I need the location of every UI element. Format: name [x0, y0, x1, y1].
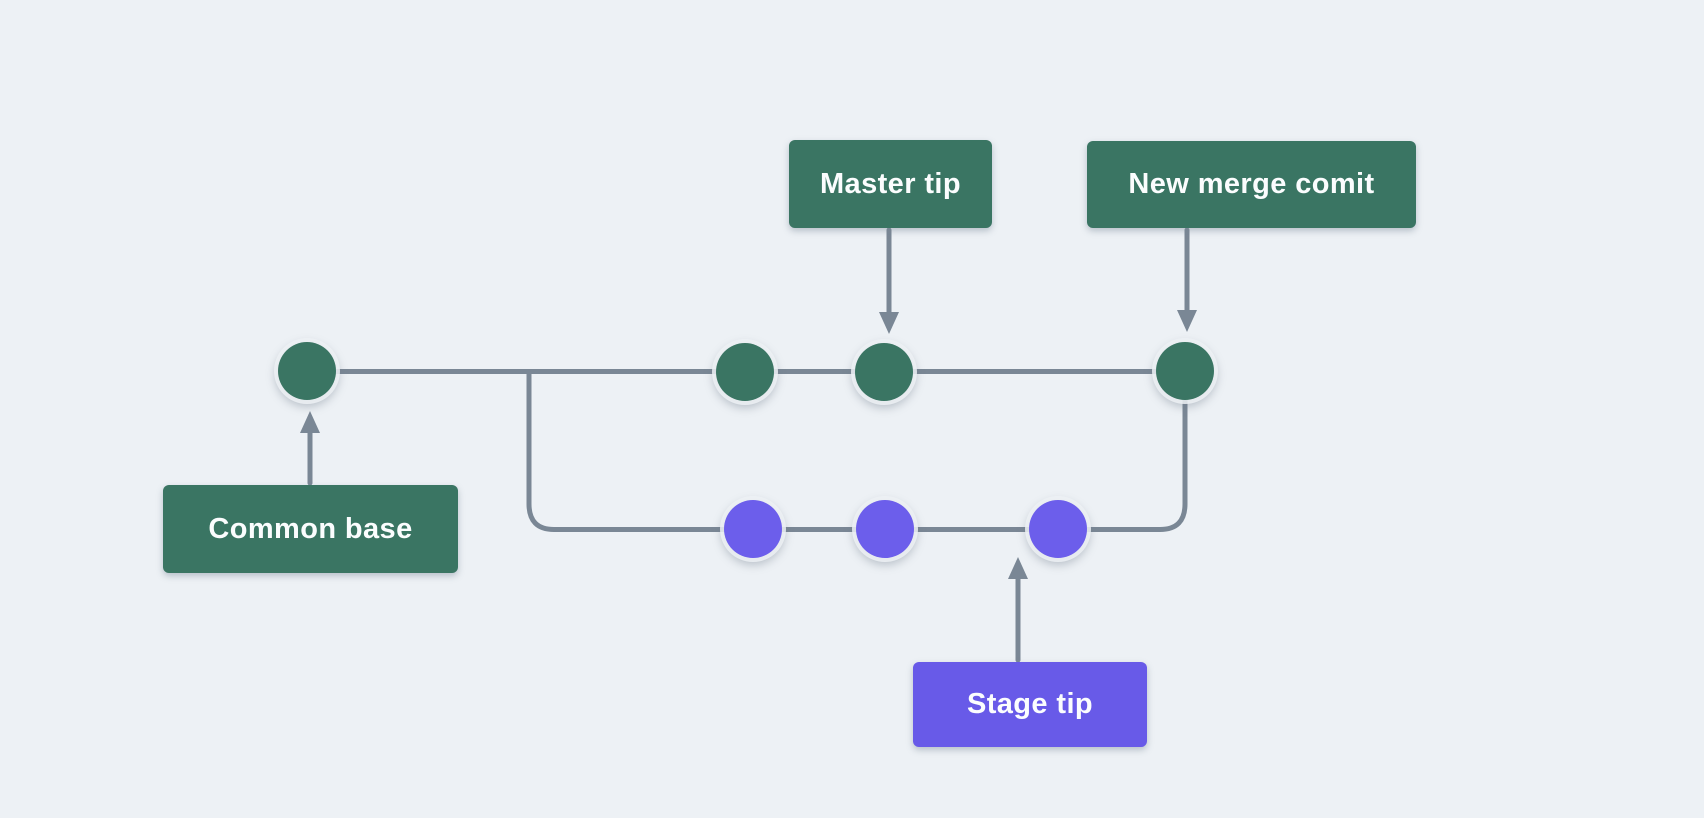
label-master-tip: Master tip — [789, 140, 992, 228]
label-common-base: Common base — [163, 485, 458, 573]
commit-node-merge — [1156, 342, 1214, 400]
arrow-new-merge-commit — [1177, 227, 1197, 332]
commit-node-common-base — [278, 342, 336, 400]
commit-node-master-tip — [855, 343, 913, 401]
arrow-common-base — [300, 411, 320, 486]
label-new-merge-commit: New merge comit — [1087, 141, 1416, 228]
arrow-master-tip — [879, 227, 899, 334]
commit-node-stage-1 — [724, 500, 782, 558]
commit-node-stage-2 — [856, 500, 914, 558]
stage-branch-line — [526, 369, 1188, 532]
arrow-stage-tip — [1008, 557, 1028, 663]
commit-node-stage-tip — [1029, 500, 1087, 558]
label-stage-tip: Stage tip — [913, 662, 1147, 747]
commit-node-master-2 — [716, 343, 774, 401]
